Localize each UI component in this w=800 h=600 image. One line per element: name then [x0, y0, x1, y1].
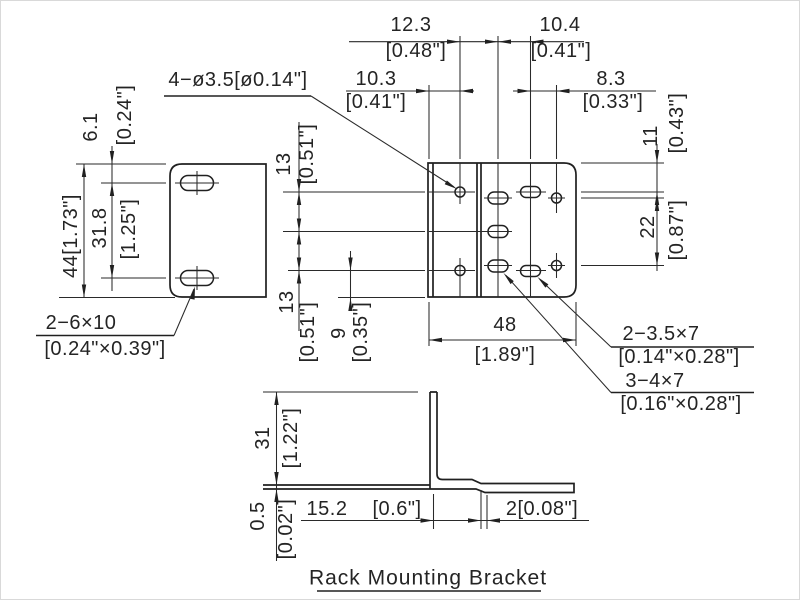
dim-15-2-mm: 15.2: [306, 498, 348, 520]
dim-2-mm-in: 2[0.08"]: [505, 498, 579, 520]
dim-13-bottom-in: [0.51"]: [297, 301, 319, 363]
dim-9-in: [0.35"]: [350, 301, 372, 363]
note-slot-2-6x10: 2−6×10: [45, 312, 117, 334]
dim-6-1-in: [0.24"]: [114, 84, 136, 146]
note-slot-3-4x7-in: [0.16"×0.28"]: [620, 393, 742, 415]
side-view-profile: [263, 391, 575, 494]
dim-22-mm: 22: [637, 215, 659, 239]
main-plate-outline: [427, 162, 577, 298]
dim-11-in: [0.43"]: [666, 92, 688, 154]
note-slot-2-3-5x7-in: [0.14"×0.28"]: [618, 346, 740, 368]
dim-15-2-in: [0.6"]: [372, 498, 422, 520]
dimension-lines: [59, 36, 664, 561]
dim-31-in: [1.22"]: [280, 407, 302, 469]
dim-top-10-4-mm: 10.4: [539, 14, 581, 36]
dim-top-10-3-in: [0.41"]: [345, 91, 407, 113]
dim-13-bottom-mm: 13: [276, 290, 298, 314]
main-plate-bend-lines: [432, 163, 482, 297]
dim-13-top-mm: 13: [273, 152, 295, 176]
leader-lines: [173, 95, 612, 393]
part-outlines: [169, 162, 577, 494]
dim-top-8-3-in: [0.33"]: [582, 91, 644, 113]
underlines: [36, 95, 754, 592]
dim-31-8-in: [1.25"]: [118, 198, 140, 260]
dim-11-mm: 11: [640, 125, 662, 147]
dim-top-8-3-mm: 8.3: [596, 68, 626, 90]
dim-top-12-3-in: [0.48"]: [385, 40, 447, 62]
left-plate-outline: [169, 163, 267, 298]
note-holes-4-dia-3-5: 4−ø3.5[ø0.14"]: [168, 69, 308, 91]
centerlines: [175, 163, 565, 297]
arrowheads: [81, 39, 660, 523]
dim-13-top-in: [0.51"]: [296, 123, 318, 185]
dim-0-5-in: [0.02"]: [275, 498, 297, 560]
dim-top-10-4-in: [0.41"]: [530, 40, 592, 62]
dim-0-5-mm: 0.5: [247, 501, 269, 531]
dim-31-8-mm: 31.8: [89, 207, 111, 249]
dim-top-10-3-mm: 10.3: [355, 68, 397, 90]
note-slot-2-3-5x7: 2−3.5×7: [622, 323, 700, 345]
dim-9-mm: 9: [328, 327, 350, 339]
dim-6-1-mm: 6.1: [80, 112, 102, 142]
dim-48-in: [1.89"]: [474, 344, 536, 366]
dim-top-12-3-mm: 12.3: [390, 14, 432, 36]
note-slot-3-4x7: 3−4×7: [625, 370, 685, 392]
dim-48-mm: 48: [493, 314, 517, 336]
dim-22-in: [0.87"]: [666, 199, 688, 261]
dim-44-mm-in: 44[1.73"]: [60, 194, 82, 278]
note-slot-2-6x10-in: [0.24"×0.39"]: [44, 338, 166, 360]
drawing-title: Rack Mounting Bracket: [308, 566, 548, 590]
dim-31-mm: 31: [252, 426, 274, 450]
